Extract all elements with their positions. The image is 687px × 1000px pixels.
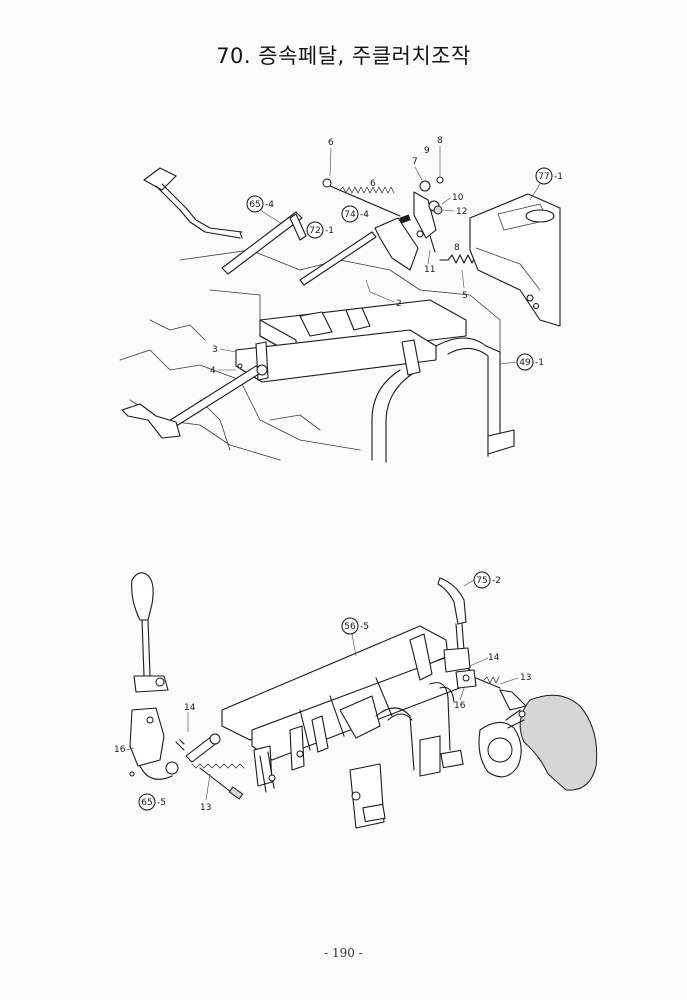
part-number: 6 [370, 179, 376, 189]
accelerator-pedal [143, 167, 243, 239]
part-number: 4 [210, 366, 216, 376]
callout-72-1: 72 -1 [306, 221, 334, 239]
part-number: 7 [412, 157, 418, 167]
part-number-labels: 6 6 7 9 8 10 12 8 11 5 2 3 [210, 136, 468, 376]
part-number: 3 [212, 345, 218, 355]
callout-circle-number: 77 [538, 172, 549, 182]
part-number: 5 [462, 291, 468, 301]
callout-suffix: -5 [157, 798, 166, 808]
return-spring [439, 254, 477, 264]
part-number: 6 [328, 138, 334, 148]
rod-72-1 [299, 231, 377, 286]
callout-75-2: 75 -2 [463, 571, 501, 589]
callout-suffix: -1 [535, 358, 544, 368]
callout-suffix: -4 [360, 210, 369, 220]
part-number: 2 [396, 299, 402, 309]
pedal-shaft [221, 211, 307, 275]
part-number: 9 [424, 146, 430, 156]
part-number: 10 [452, 193, 464, 203]
callout-suffix: -1 [325, 226, 334, 236]
callout-49-1: 49 -1 [499, 353, 544, 371]
left-bracket [129, 707, 179, 780]
part-number: 14 [184, 703, 196, 713]
callout-74-4: 74 -4 [341, 205, 369, 223]
part-number: 13 [200, 803, 211, 813]
main-frame [221, 625, 471, 829]
callout-circle-number: 74 [344, 210, 356, 220]
callout-65-5: 65 -5 [138, 793, 166, 811]
part-number: 14 [488, 653, 500, 663]
callout-circle-number: 75 [476, 576, 487, 586]
callout-circle-number: 72 [309, 226, 320, 236]
part-number: 16 [454, 701, 466, 711]
callout-circle-number: 49 [519, 358, 531, 368]
clutch-housing [478, 694, 598, 791]
pedal-linkage-drawing: 65 -4 72 -1 74 -4 77 -1 49 [119, 136, 563, 463]
spring-rod [322, 178, 401, 217]
lever-assembly [413, 176, 444, 253]
callout-56-5: 56 -5 [341, 617, 369, 657]
callout-suffix: -1 [554, 172, 563, 182]
pedal-linkage-diagram: 65 -4 72 -1 74 -4 77 -1 49 [0, 120, 687, 480]
part-number-labels: 14 13 16 14 16 13 [114, 653, 531, 813]
gear-lever [131, 572, 169, 693]
part-number: 11 [424, 265, 435, 275]
callout-65-4: 65 -4 [246, 195, 283, 225]
main-frame [235, 299, 467, 383]
callout-suffix: -2 [492, 576, 501, 586]
rod-14 [175, 733, 221, 763]
part-number: 8 [454, 243, 460, 253]
clutch-lever [437, 577, 471, 673]
part-number: 8 [437, 136, 443, 146]
part-number: 13 [520, 673, 531, 683]
cover-77-1 [469, 193, 561, 327]
part-number: 16 [114, 745, 126, 755]
callout-77-1: 77 -1 [529, 167, 563, 201]
callout-suffix: -4 [265, 200, 274, 210]
page-title: 70. 증속페달, 주클러치조작 [216, 44, 471, 68]
callout-circle-number: 65 [249, 200, 260, 210]
clutch-linkage-drawing: 56 -5 75 -2 65 -5 14 13 16 [114, 571, 598, 829]
bracket-74-4 [374, 214, 419, 271]
callout-suffix: -5 [360, 622, 369, 632]
callout-circle-number: 56 [344, 622, 356, 632]
part-number: 12 [456, 207, 467, 217]
roll-bar [371, 337, 515, 463]
right-linkage [455, 669, 527, 711]
callout-circle-number: 65 [141, 798, 152, 808]
page-number: - 190 - [324, 946, 363, 960]
lower-shaft [121, 363, 268, 439]
clutch-linkage-diagram: 56 -5 75 -2 65 -5 14 13 16 [0, 560, 687, 840]
cable-13 [191, 763, 245, 800]
